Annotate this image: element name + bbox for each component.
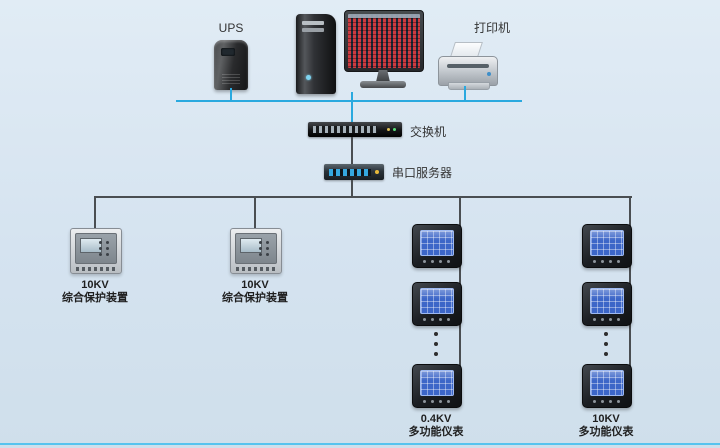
meter-screen — [590, 288, 624, 314]
ups-device — [214, 40, 248, 90]
monitor-base — [360, 81, 406, 88]
computer-drop-line — [351, 92, 353, 123]
protection-buttons — [106, 241, 109, 244]
meter-screen — [590, 370, 624, 396]
protection-panel — [235, 233, 277, 264]
meter-screen — [420, 370, 454, 396]
protection-screen — [80, 238, 102, 253]
serial-server-label: 串口服务器 — [392, 166, 453, 180]
branch-line-1 — [94, 196, 96, 230]
protection-buttons — [266, 241, 269, 244]
meter-col1-kv: 0.4KV — [420, 413, 452, 425]
bottom-accent-line — [0, 443, 720, 445]
switch-device — [308, 122, 402, 137]
meter-screen — [420, 230, 454, 256]
serial-dist-line — [351, 180, 353, 197]
protection-screen — [240, 238, 262, 253]
printer-slot — [447, 64, 489, 68]
drive-bay — [302, 21, 324, 25]
protection-1-kv: 10KV — [81, 279, 109, 291]
protection-2-kv: 10KV — [241, 279, 269, 291]
power-led — [306, 75, 311, 80]
printer-tray — [448, 82, 490, 90]
meter-buttons — [593, 260, 596, 263]
printer-button — [487, 72, 491, 76]
branch-line-2 — [254, 196, 256, 230]
switch-leds — [393, 128, 396, 131]
protection-2-label: 综合保护装置 — [222, 292, 288, 304]
meter — [582, 364, 632, 408]
protection-device-2 — [230, 228, 282, 274]
distribution-line — [94, 196, 632, 198]
meter-screen — [420, 288, 454, 314]
meter-buttons — [423, 318, 426, 321]
printer-label: 打印机 — [473, 21, 510, 35]
meter-buttons — [423, 260, 426, 263]
ups-screen — [221, 48, 235, 56]
meter — [412, 282, 462, 326]
protection-1-label: 综合保护装置 — [62, 292, 128, 304]
protection-panel — [75, 233, 117, 264]
meter-buttons — [593, 318, 596, 321]
switch-serial-line — [351, 137, 353, 165]
ellipsis-icon — [604, 332, 608, 336]
meter — [412, 224, 462, 268]
ups-label: UPS — [218, 21, 244, 35]
ups-drop-line — [230, 88, 232, 101]
meter-col1-label: 多功能仪表 — [408, 426, 464, 438]
protection-device-1 — [70, 228, 122, 274]
serial-server-device — [324, 164, 384, 180]
serial-led — [375, 170, 379, 174]
meter-screen — [590, 230, 624, 256]
protection-terminals — [76, 267, 116, 271]
network-bus-line — [176, 100, 522, 102]
protection-terminals — [236, 267, 276, 271]
meter — [412, 364, 462, 408]
monitor-stand — [376, 70, 390, 82]
monitor — [344, 10, 424, 72]
switch-label: 交换机 — [410, 125, 447, 139]
ups-vent — [222, 74, 240, 84]
meter — [582, 224, 632, 268]
meter-col2-label: 多功能仪表 — [578, 426, 634, 438]
meter — [582, 282, 632, 326]
meter-col2-kv: 10KV — [592, 413, 620, 425]
meter-buttons — [593, 400, 596, 403]
monitor-screen — [348, 14, 420, 68]
serial-ports — [329, 169, 371, 176]
switch-ports — [313, 126, 377, 133]
printer-drop-line — [464, 86, 466, 101]
meter-buttons — [423, 400, 426, 403]
ellipsis-icon — [434, 332, 438, 336]
computer-tower — [296, 14, 336, 94]
